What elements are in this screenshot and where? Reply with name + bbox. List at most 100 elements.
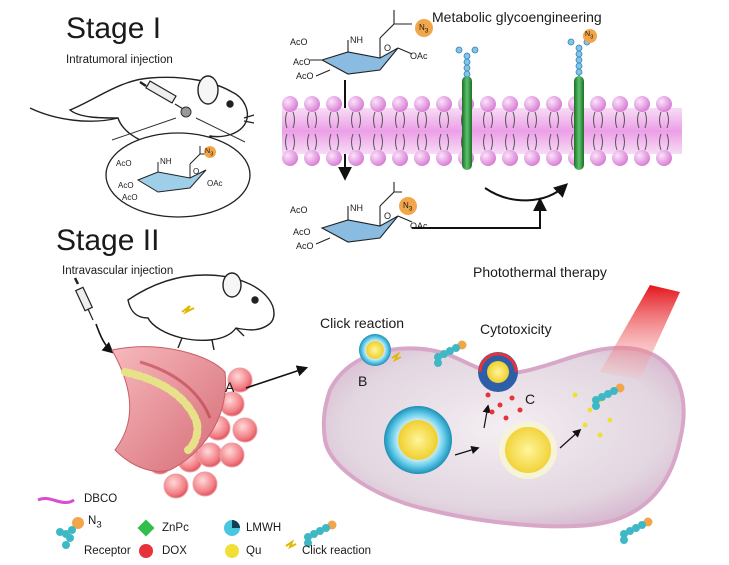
- chem-aco-3: AcO: [296, 71, 314, 81]
- lipid-head: [436, 150, 452, 166]
- lipid-tail: [549, 111, 559, 129]
- lipid-head: [524, 96, 540, 112]
- stage-1-title: Stage I: [66, 12, 162, 45]
- chem-o-bottom: O: [384, 211, 392, 221]
- photothermal-therapy-label: Photothermal therapy: [473, 264, 607, 280]
- chem-oac-bottom: OAc: [410, 221, 428, 231]
- receptor-bead: [592, 396, 600, 404]
- legend-click-icon: [285, 539, 297, 550]
- qu-dot: [597, 432, 603, 438]
- qu-dot: [582, 422, 588, 428]
- lipid-tail: [373, 133, 383, 151]
- chem-nh-bottom: NH: [350, 203, 363, 213]
- nanoparticle-in-cell: [384, 406, 452, 474]
- receptor-bead: [452, 344, 460, 352]
- arrow-injection: [95, 323, 114, 354]
- legend-receptor-icon: [56, 517, 84, 549]
- lightning-mouse-icon: [181, 305, 195, 315]
- legend-dox-icon: [139, 544, 153, 558]
- legend-lmwh-icon: [224, 520, 240, 536]
- chem-nh-e: NH: [160, 157, 172, 166]
- lipid-head: [282, 96, 298, 112]
- lipid-head: [502, 150, 518, 166]
- lipid-head: [414, 96, 430, 112]
- red-blood-cell: [227, 367, 253, 393]
- lipid-head: [590, 96, 606, 112]
- lipid-head: [304, 150, 320, 166]
- chem-aco-1: AcO: [290, 37, 308, 47]
- receptor-bead: [310, 530, 318, 538]
- lipid-head: [326, 150, 342, 166]
- chem-oac-top: OAc: [410, 51, 428, 61]
- arrow-np3: [559, 428, 582, 449]
- lipid-tail: [505, 111, 515, 129]
- lipid-head: [502, 96, 518, 112]
- receptor-bead: [638, 521, 646, 529]
- intravascular-injection-label: Intravascular injection: [62, 265, 174, 277]
- lipid-head: [348, 96, 364, 112]
- glycan-bead: [463, 64, 471, 72]
- arrow-np1: [454, 445, 480, 456]
- lipid-head: [546, 150, 562, 166]
- stage-2-title: Stage II: [56, 224, 160, 257]
- zoom-line-right: [195, 117, 246, 143]
- receptor-bead: [304, 533, 312, 541]
- lipid-tail: [593, 133, 603, 151]
- dox-dot: [517, 407, 523, 413]
- lipid-tail: [307, 133, 317, 151]
- qu-dot: [572, 392, 578, 398]
- lipid-head: [656, 96, 672, 112]
- lipid-tail: [395, 111, 405, 129]
- nanoparticle-b: [359, 334, 391, 366]
- legend-dox-label: DOX: [162, 545, 187, 557]
- receptor-bead: [440, 350, 448, 358]
- chem-oac-e: OAc: [207, 179, 223, 188]
- chem-o-top: O: [384, 43, 392, 53]
- lipid-tail: [417, 133, 427, 151]
- tumor-site-stage1: [180, 106, 192, 118]
- azide-on-receptor: [583, 29, 597, 43]
- lipid-tail: [351, 133, 361, 151]
- lipid-head: [480, 96, 496, 112]
- lipid-tail: [615, 133, 625, 151]
- receptor-bead: [304, 539, 312, 547]
- legend-lmwh-label: LMWH: [246, 522, 282, 534]
- lipid-head: [326, 96, 342, 112]
- chem-nh-top: NH: [350, 35, 363, 45]
- receptor-bead: [446, 347, 454, 355]
- lipid-head: [348, 150, 364, 166]
- legend-click-label: Click reaction: [302, 545, 372, 557]
- red-blood-cell: [163, 473, 189, 499]
- zoom-ellipse-molecule: [105, 132, 251, 218]
- lipid-tail: [439, 111, 449, 129]
- receptor-bead: [604, 390, 612, 398]
- lipid-tail: [439, 133, 449, 151]
- sugar-molecule-small: [136, 146, 216, 193]
- glycan-bead: [567, 38, 575, 46]
- chem-aco-2: AcO: [293, 57, 311, 67]
- glycan-bead: [463, 58, 471, 66]
- sugar-molecule-bottom: [315, 182, 417, 245]
- chem-aco-4: AcO: [290, 205, 308, 215]
- dox-dot: [497, 402, 503, 408]
- receptor-bead: [626, 527, 634, 535]
- receptor-bead: [632, 524, 640, 532]
- mouse-stage2-illustration: [127, 272, 275, 351]
- lipid-head: [546, 96, 562, 112]
- lipid-head: [414, 150, 430, 166]
- red-blood-cell: [219, 442, 245, 468]
- lipid-tail: [637, 133, 647, 151]
- dox-dot: [503, 415, 509, 421]
- chem-n3-receptor: N3: [585, 31, 594, 41]
- chem-o-e: O: [193, 167, 200, 176]
- chem-n3-e: N3: [205, 148, 214, 158]
- arrow-to-membrane: [412, 197, 547, 229]
- lipid-tail: [285, 111, 295, 129]
- arrow-to-cell: [245, 365, 309, 389]
- zoom-line-left: [111, 117, 177, 141]
- chem-aco-5: AcO: [293, 227, 311, 237]
- lipid-head: [436, 96, 452, 112]
- syringe-stage2-icon: [73, 277, 94, 321]
- lipid-head: [480, 150, 496, 166]
- lipid-head: [370, 150, 386, 166]
